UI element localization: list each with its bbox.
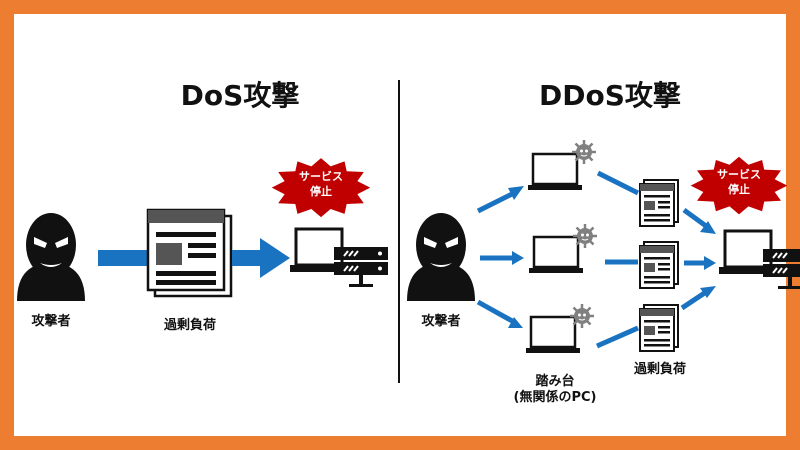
ddos-document-icon bbox=[639, 179, 679, 352]
ddos-arrows-to-server bbox=[680, 207, 716, 311]
dos-attacker-label: 攻撃者 bbox=[31, 314, 71, 329]
ddos-arrows bbox=[476, 186, 524, 328]
ddos-server-icon bbox=[717, 229, 800, 291]
dos-attacker-icon bbox=[17, 213, 85, 301]
ddos-load-label: 過剰負荷 bbox=[633, 362, 686, 377]
ddos-stepping-stone-label: 踏み台 (無関係のPC) bbox=[513, 374, 597, 405]
dos-document-icon bbox=[146, 208, 233, 298]
dos-server-icon bbox=[288, 227, 390, 289]
ddos-pc-bottom bbox=[524, 302, 596, 355]
ddos-attacker-label: 攻撃者 bbox=[421, 314, 461, 329]
dos-service-stop-label: サービス 停止 bbox=[299, 170, 343, 198]
ddos-pc-middle bbox=[527, 222, 599, 275]
ddos-title: DDoS攻撃 bbox=[539, 79, 681, 112]
ddos-attacker-icon bbox=[407, 213, 475, 301]
ddos-service-stop-label: サービス 停止 bbox=[717, 168, 761, 196]
dos-load-label: 過剰負荷 bbox=[163, 318, 216, 333]
ddos-pc-top bbox=[526, 138, 598, 192]
ddos-arrows-to-docs bbox=[595, 170, 640, 349]
dos-arrow-icon bbox=[232, 238, 290, 278]
dos-title: DoS攻撃 bbox=[180, 79, 300, 112]
dos-arrow-icon bbox=[98, 250, 160, 266]
section-divider bbox=[398, 80, 400, 383]
